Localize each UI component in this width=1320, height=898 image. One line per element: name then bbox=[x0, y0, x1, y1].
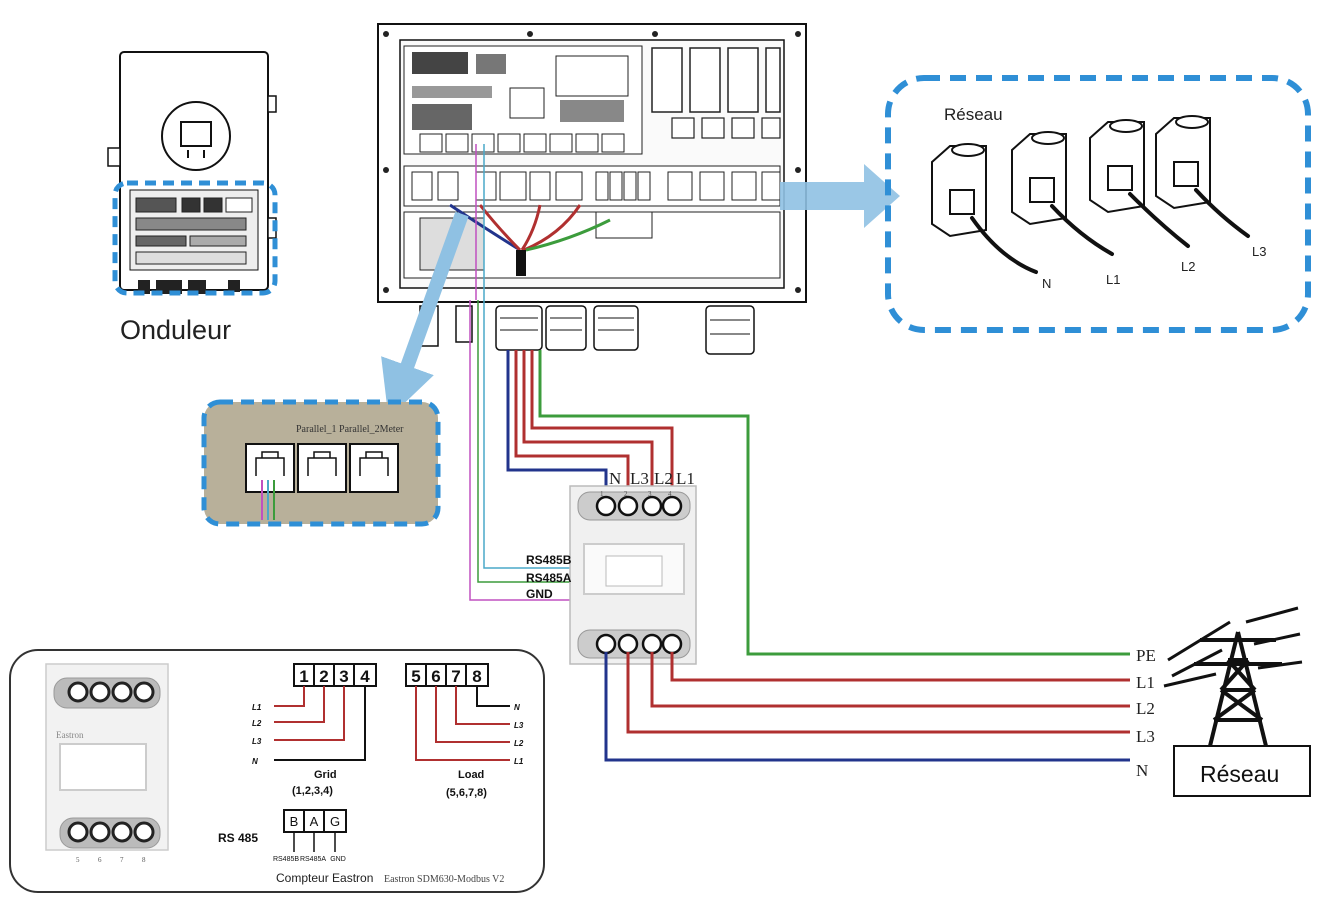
rj45-port-parallel-2 bbox=[297, 443, 347, 493]
grid-bottom-label: Réseau bbox=[1200, 761, 1279, 787]
load-number-5: 5 bbox=[411, 667, 420, 686]
terminal-block-l2 bbox=[1089, 119, 1145, 214]
terminal-block-n bbox=[931, 143, 987, 238]
rs485-wire-a-label: RS485A bbox=[300, 856, 326, 863]
grid-bottom-box bbox=[1173, 745, 1311, 797]
detail-load-n-label: N bbox=[514, 703, 520, 712]
inverter-small bbox=[107, 51, 278, 296]
meter-top-tiny-2: 2 bbox=[624, 490, 628, 498]
gnd-label: GND bbox=[526, 587, 553, 601]
detail-grid-title: Grid bbox=[314, 769, 337, 781]
arrow-to-grid-terminals bbox=[780, 164, 900, 228]
grid-line-n-label: N bbox=[1136, 761, 1148, 780]
grid-terminal-l1-label: L1 bbox=[1106, 272, 1120, 287]
grid-number-1: 1 bbox=[299, 667, 308, 686]
meter-top-tiny-3: 3 bbox=[648, 490, 652, 498]
port-panel-labels: Parallel_1 Parallel_2Meter bbox=[296, 424, 404, 435]
rs485-wire-gnd-label: GND bbox=[330, 856, 346, 863]
meter-detail-bottom-6: 6 bbox=[98, 856, 102, 864]
transmission-tower-icon bbox=[1163, 606, 1303, 747]
detail-grid-l1-label: L1 bbox=[252, 703, 262, 712]
detail-rs485-title: RS 485 bbox=[218, 831, 258, 845]
grid-terminals-box bbox=[885, 75, 1311, 333]
detail-caption-model: Eastron SDM630-Modbus V2 bbox=[384, 874, 504, 885]
energy-meter bbox=[569, 485, 697, 665]
rs485-cell-b: B bbox=[290, 814, 299, 829]
detail-grid-l3-label: L3 bbox=[252, 737, 262, 746]
meter-detail-bottom-7: 7 bbox=[120, 856, 124, 864]
rs485b-label: RS485B bbox=[526, 553, 572, 567]
rs485a-label: RS485A bbox=[526, 571, 572, 585]
meter-top-l2-label: L2 bbox=[654, 469, 673, 488]
load-number-6: 6 bbox=[431, 667, 440, 686]
grid-terminals-title: Réseau bbox=[944, 105, 1003, 124]
detail-grid-terms: (1,2,3,4) bbox=[292, 785, 333, 797]
grid-number-4: 4 bbox=[360, 667, 370, 686]
meter-detail-bottom-5: 5 bbox=[76, 856, 80, 864]
rs485-cell-a: A bbox=[310, 814, 319, 829]
meter-to-grid-wires bbox=[604, 652, 1130, 762]
grid-line-l1-label: L1 bbox=[1136, 673, 1155, 692]
inverter-wiring-panel bbox=[377, 23, 807, 355]
load-number-7: 7 bbox=[451, 667, 460, 686]
inverter-display-icon bbox=[161, 101, 231, 171]
rj45-port-parallel-1 bbox=[245, 443, 295, 493]
rj45-port-meter bbox=[349, 443, 399, 493]
meter-top-n-label: N bbox=[609, 469, 621, 488]
inverter-highlight-box bbox=[112, 180, 278, 296]
detail-load-l3-label: L3 bbox=[514, 721, 524, 730]
meter-top-l3-label: L3 bbox=[630, 469, 649, 488]
meter-top-tiny-1: 1 bbox=[600, 490, 604, 498]
grid-line-pe-label: PE bbox=[1136, 646, 1156, 665]
grid-terminal-l3-label: L3 bbox=[1252, 244, 1266, 259]
meter-detail-bottom-8: 8 bbox=[142, 856, 146, 864]
detail-load-l2-label: L2 bbox=[514, 739, 524, 748]
detail-load-l1-label: L1 bbox=[514, 757, 524, 766]
inverter-label: Onduleur bbox=[120, 315, 231, 345]
detail-grid-l2-label: L2 bbox=[252, 719, 262, 728]
grid-terminal-n-label: N bbox=[1042, 276, 1051, 291]
terminal-block-l3 bbox=[1155, 115, 1211, 210]
grid-terminal-blocks bbox=[931, 115, 1211, 238]
meter-detail-box bbox=[9, 649, 545, 893]
grid-terminal-l2-label: L2 bbox=[1181, 259, 1195, 274]
rs485-wire-b-label: RS485B bbox=[273, 856, 299, 863]
meter-top-tiny-4: 4 bbox=[668, 490, 672, 498]
grid-line-l2-label: L2 bbox=[1136, 699, 1155, 718]
detail-grid-n-label: N bbox=[252, 757, 258, 766]
detail-load-terms: (5,6,7,8) bbox=[446, 787, 487, 799]
inverter-to-meter-wires bbox=[506, 350, 1130, 656]
meter-top-l1-label: L1 bbox=[676, 469, 695, 488]
rs485-cell-g: G bbox=[330, 814, 340, 829]
detail-caption-main: Compteur Eastron bbox=[276, 871, 373, 885]
grid-number-3: 3 bbox=[339, 667, 348, 686]
load-number-8: 8 bbox=[472, 667, 481, 686]
meter-detail-brand: Eastron bbox=[56, 730, 84, 740]
port-panel bbox=[201, 399, 441, 527]
grid-number-2: 2 bbox=[319, 667, 328, 686]
arrow-to-meter-port bbox=[381, 211, 469, 419]
detail-load-title: Load bbox=[458, 769, 484, 781]
grid-line-l3-label: L3 bbox=[1136, 727, 1155, 746]
